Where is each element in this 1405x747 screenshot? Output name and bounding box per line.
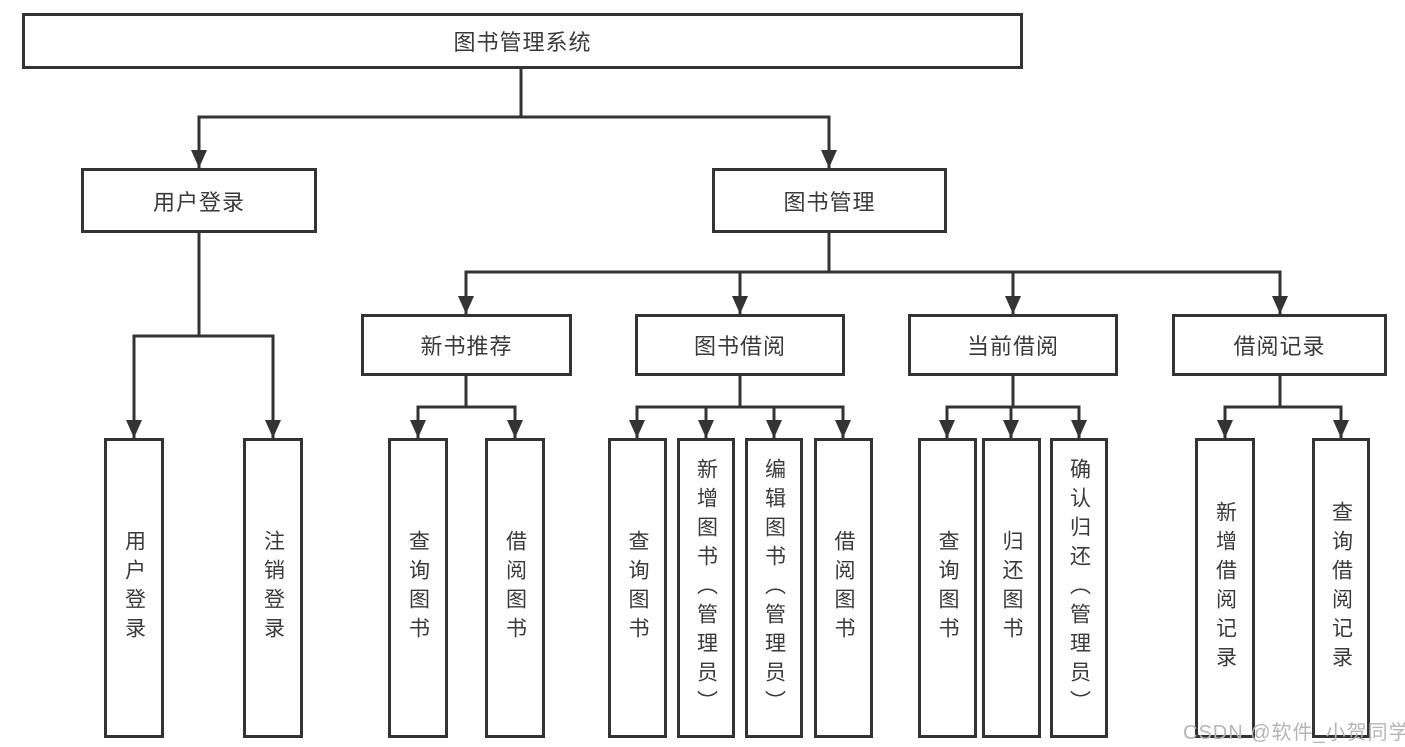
node-label: 查询图书 — [626, 530, 650, 646]
node-label: 归还图书 — [1000, 530, 1024, 646]
node-user-login: 用户登录 — [81, 168, 317, 233]
node-add-books-admin: 新增图书（管理员） — [677, 438, 735, 738]
node-label: 新书推荐 — [420, 334, 513, 359]
node-label: 新增图书（管理员） — [694, 457, 718, 719]
node-label: 借阅图书 — [832, 530, 856, 646]
node-label: 图书借阅 — [693, 334, 786, 359]
node-label: 借阅记录 — [1233, 334, 1326, 359]
node-query-books-recommendation: 查询图书 — [388, 438, 448, 738]
node-edit-books-admin: 编辑图书（管理员） — [745, 438, 803, 738]
node-query-books-borrowing: 查询图书 — [608, 438, 667, 738]
node-query-borrow-record: 查询借阅记录 — [1312, 438, 1370, 738]
node-add-borrow-record: 新增借阅记录 — [1195, 438, 1255, 738]
node-label: 图书管理 — [783, 189, 876, 215]
node-label: 新增借阅记录 — [1213, 501, 1237, 675]
node-label: 查询借阅记录 — [1329, 501, 1353, 675]
node-borrowing-records: 借阅记录 — [1172, 314, 1387, 376]
node-label: 注销登录 — [261, 530, 285, 646]
node-return-books: 归还图书 — [982, 438, 1041, 738]
node-label: 图书管理系统 — [453, 30, 592, 55]
node-label: 当前借阅 — [966, 334, 1059, 359]
node-library-management-system: 图书管理系统 — [22, 13, 1023, 69]
node-user-login-action: 用户登录 — [104, 438, 164, 738]
node-book-management: 图书管理 — [712, 168, 947, 233]
node-new-book-recommendation: 新书推荐 — [361, 314, 572, 376]
node-label: 编辑图书（管理员） — [762, 457, 786, 719]
node-label: 查询图书 — [406, 530, 430, 646]
node-borrow-books-recommendation: 借阅图书 — [485, 438, 545, 738]
node-label: 用户登录 — [122, 530, 146, 646]
node-logout-action: 注销登录 — [243, 438, 303, 738]
node-borrow-books-borrowing: 借阅图书 — [814, 438, 873, 738]
node-query-books-current: 查询图书 — [918, 438, 977, 738]
node-label: 确认归还（管理员） — [1067, 457, 1091, 719]
node-current-borrowing: 当前借阅 — [908, 314, 1118, 376]
node-label: 用户登录 — [152, 189, 245, 215]
node-confirm-return-admin: 确认归还（管理员） — [1050, 438, 1108, 738]
node-label: 查询图书 — [936, 530, 960, 646]
node-label: 借阅图书 — [503, 530, 527, 646]
csdn-watermark: CSDN @软件_小贺同学 — [1183, 722, 1405, 744]
node-book-borrowing: 图书借阅 — [635, 314, 845, 376]
